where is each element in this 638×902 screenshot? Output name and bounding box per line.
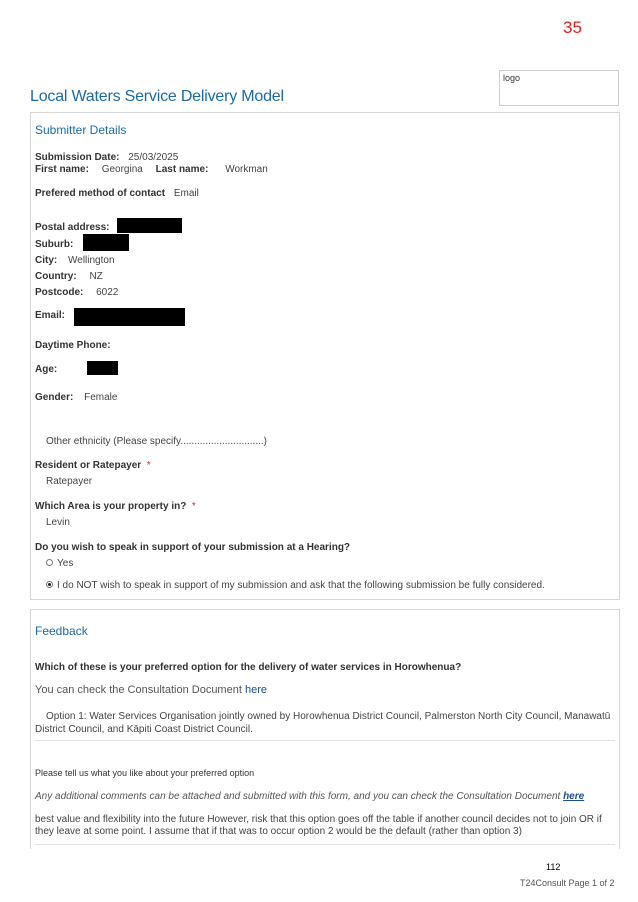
preferred-option-answer: Option 1: Water Services Organisation jo… — [35, 711, 611, 735]
contact-method-label: Prefered method of contact — [35, 188, 166, 199]
consultation-link[interactable]: here — [244, 684, 267, 696]
submission-date-row: Submission Date: 25/03/2025 — [35, 152, 178, 163]
consultation-text: You can check the Consultation Document — [35, 684, 242, 696]
postal-address-label: Postal address: — [35, 222, 110, 233]
last-name-value: Workman — [225, 164, 268, 175]
postcode-row: Postcode: 6022 — [35, 287, 118, 298]
city-row: City: Wellington — [35, 255, 115, 266]
gender-row: Gender: Female — [35, 392, 117, 403]
resident-label: Resident or Ratepayer — [35, 460, 142, 471]
country-label: Country: — [35, 271, 77, 282]
first-name-value: Georgina — [101, 164, 143, 175]
area-label-row: Which Area is your property in? * — [35, 501, 196, 512]
radio-unchecked-icon[interactable] — [46, 558, 53, 566]
suburb-redaction — [83, 234, 129, 251]
resident-value: Ratepayer — [46, 476, 93, 487]
other-ethnicity-text: Other ethnicity (Please specify.........… — [46, 436, 267, 447]
hearing-no-option[interactable]: I do NOT wish to speak in support of my … — [46, 580, 545, 591]
logo-placeholder: logo — [499, 70, 619, 106]
postcode-value: 6022 — [96, 287, 119, 298]
resident-label-row: Resident or Ratepayer * — [35, 460, 151, 471]
postal-address-redaction — [117, 218, 182, 233]
area-label: Which Area is your property in? — [35, 501, 187, 512]
country-value: NZ — [89, 271, 103, 282]
required-marker: * — [143, 460, 151, 471]
email-redaction — [74, 308, 185, 326]
additional-comments-text: Any additional comments can be attached … — [35, 791, 561, 802]
daytime-phone-label: Daytime Phone: — [35, 340, 111, 351]
feedback-panel — [30, 609, 620, 849]
country-row: Country: NZ — [35, 271, 103, 282]
required-marker: * — [189, 501, 196, 512]
additional-comments-link[interactable]: here — [563, 791, 585, 802]
hearing-label: Do you wish to speak in support of your … — [35, 542, 351, 553]
consultation-line: You can check the Consultation Document … — [35, 684, 267, 696]
page-title: Local Waters Service Delivery Model — [30, 88, 284, 105]
area-value: Levin — [46, 517, 70, 528]
city-label: City: — [35, 255, 58, 266]
divider — [35, 740, 615, 741]
age-redaction — [87, 361, 118, 375]
last-name-label: Last name: — [155, 164, 209, 175]
gender-value: Female — [84, 392, 118, 403]
first-name-label: First name: — [35, 164, 89, 175]
submitter-details-panel — [30, 112, 620, 600]
submission-date-label: Submission Date: — [35, 152, 120, 163]
hearing-yes-label: Yes — [57, 558, 74, 569]
name-row: First name: Georgina Last name: Workman — [35, 164, 268, 175]
hearing-yes-option[interactable]: Yes — [46, 558, 73, 569]
gender-label: Gender: — [35, 392, 74, 403]
age-label: Age: — [35, 364, 58, 375]
footer-text: T24Consult Page 1 of 2 — [520, 878, 615, 888]
submission-date-value: 25/03/2025 — [128, 152, 179, 163]
preferred-option-question: Which of these is your preferred option … — [35, 662, 462, 673]
page-number: 35 — [563, 18, 582, 37]
email-label: Email: — [35, 310, 66, 321]
postcode-label: Postcode: — [35, 287, 84, 298]
feedback-title: Feedback — [35, 624, 88, 638]
divider — [35, 844, 615, 845]
radio-checked-icon[interactable] — [46, 580, 53, 588]
like-question: Please tell us what you like about your … — [35, 768, 255, 778]
contact-method-value: Email — [173, 188, 199, 199]
footer-number: 112 — [546, 862, 561, 872]
contact-method-row: Prefered method of contact Email — [35, 188, 199, 199]
suburb-label: Suburb: — [35, 239, 74, 250]
additional-comments-line: Any additional comments can be attached … — [35, 791, 584, 802]
hearing-no-label: I do NOT wish to speak in support of my … — [57, 580, 545, 591]
preferred-option-comment: best value and flexibility into the futu… — [35, 814, 602, 837]
submitter-details-title: Submitter Details — [35, 123, 127, 137]
city-value: Wellington — [68, 255, 115, 266]
